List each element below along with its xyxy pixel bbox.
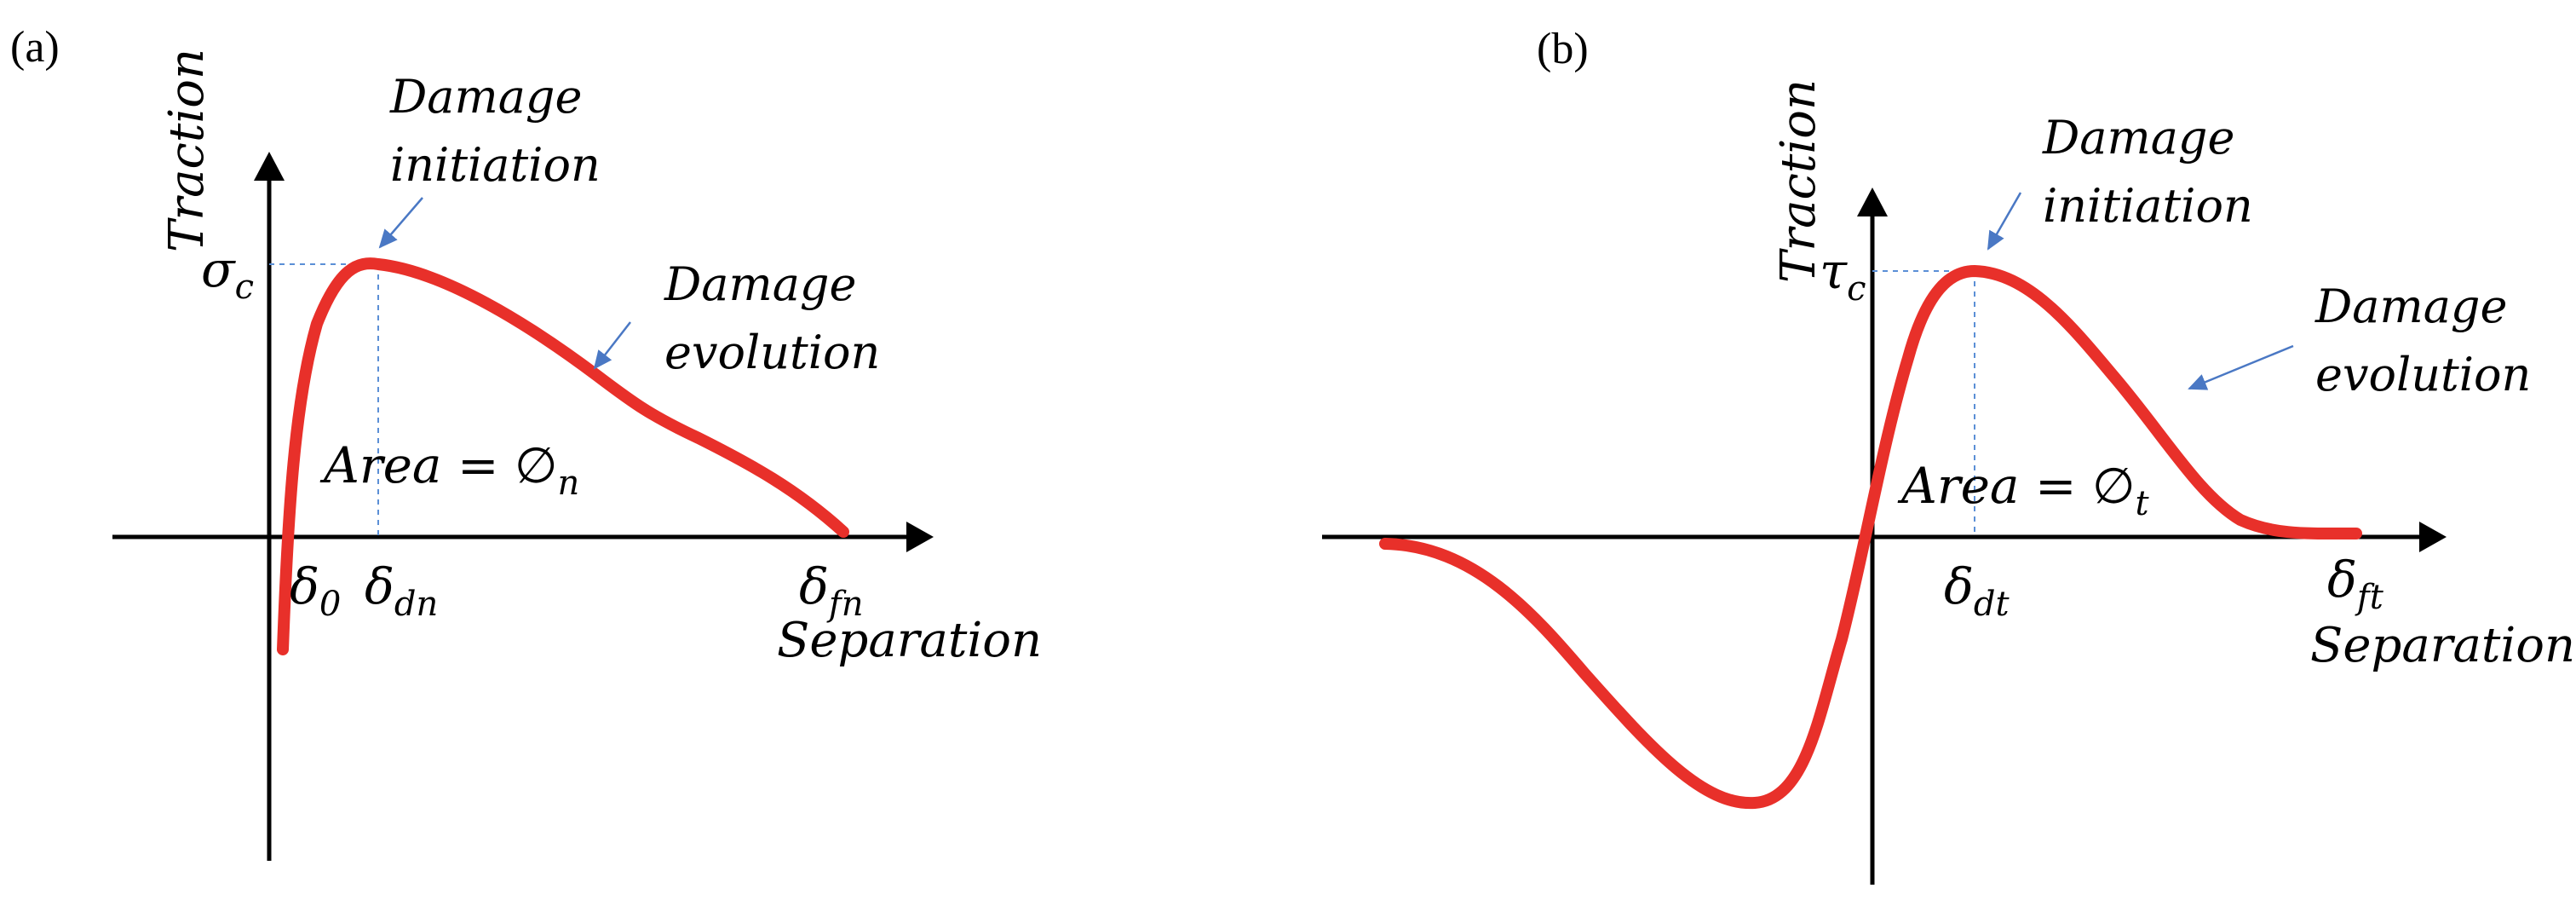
panel-a-annot-initiation-line1: Damage <box>389 70 582 124</box>
panel-b-y-axis-label: Traction <box>1771 79 1826 283</box>
panel-b-traction-separation-curve <box>1379 265 2362 810</box>
panel-a-x-axis-label: Separation <box>777 613 1042 668</box>
panel-a-peak-symbol: σc <box>201 240 254 307</box>
panel-b-annot-initiation-line2: initiation <box>2043 179 2253 233</box>
panel-b-initiation-pointer <box>1987 192 2022 251</box>
panel-a-y-axis-label: Traction <box>159 49 215 252</box>
panel-a-annot-evolution-line2: evolution <box>664 326 880 379</box>
panel-b-annot-evolution-line1: Damage <box>2314 280 2507 333</box>
panel-a-annot-initiation-line2: initiation <box>390 138 601 192</box>
panel-a-x-axis-arrowhead <box>906 522 934 552</box>
panel-a-evolution-pointer <box>593 321 631 370</box>
panel-a-area-label: Area = ∅n <box>319 436 579 503</box>
panel-a-tick-delta-fn: δfn <box>799 557 864 624</box>
panel-a-y-axis-arrowhead <box>254 152 285 181</box>
panel-b-peak-symbol: τc <box>1820 242 1866 309</box>
panel-b-annot-initiation-line1: Damage <box>2042 111 2234 164</box>
panel-b-annot-evolution-line2: evolution <box>2315 348 2531 401</box>
panel-b-x-axis-label: Separation <box>2310 618 2575 673</box>
panel-b-evolution-pointer <box>2188 344 2294 390</box>
panel-a-label: (a) <box>10 23 60 72</box>
panel-b-tick-delta-dt: δdt <box>1944 557 2010 624</box>
panel-a-tick-delta-0: δ0 <box>290 557 341 624</box>
panel-b-x-axis-arrowhead <box>2419 522 2447 552</box>
panel-a: (a) Traction σc Damage initiation Damage… <box>10 23 1042 861</box>
panel-b-label: (b) <box>1537 25 1589 73</box>
panel-a-tick-delta-dn: δdn <box>365 557 438 624</box>
panel-b: (b) Traction τc Damage initiation Damage… <box>1322 25 2575 885</box>
panel-b-area-label: Area = ∅t <box>1897 457 2150 523</box>
panel-a-annot-evolution-line1: Damage <box>664 257 856 311</box>
panel-b-tick-delta-ft: δft <box>2327 551 2384 617</box>
panel-b-y-axis-arrowhead <box>1857 188 1888 216</box>
panel-a-traction-separation-curve <box>277 257 849 655</box>
panel-a-initiation-pointer <box>378 197 423 249</box>
